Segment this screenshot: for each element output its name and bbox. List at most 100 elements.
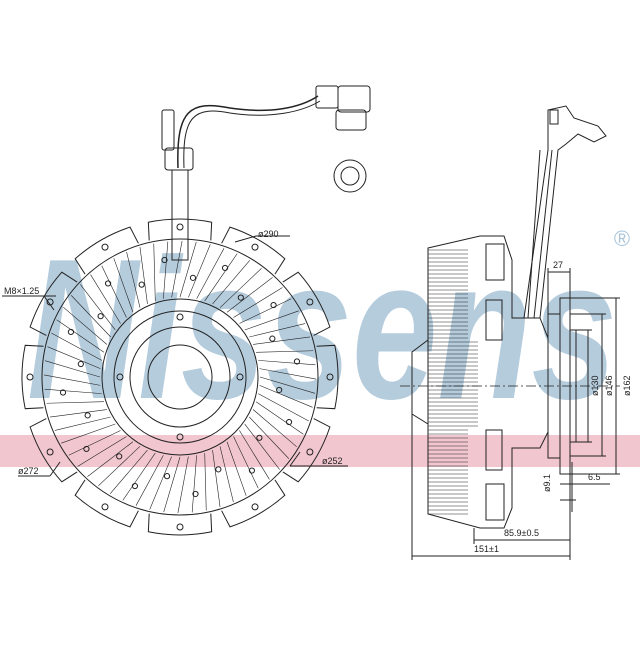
cooling-fin	[51, 332, 102, 361]
cooling-fin	[46, 401, 104, 404]
hub-hole	[236, 373, 244, 381]
cooling-fin	[204, 453, 207, 511]
sensor-cable-inner	[183, 100, 321, 169]
petal-hole	[26, 373, 34, 381]
cooling-fin	[153, 243, 156, 301]
connector-end-view	[333, 159, 367, 193]
label-85-9: 85.9±0.5	[504, 528, 539, 538]
petal-hole	[251, 243, 259, 251]
bolt-hole	[83, 445, 90, 453]
bolt-hole	[163, 473, 171, 480]
fan-petal	[316, 344, 339, 410]
cooling-fin	[68, 430, 121, 456]
cooling-fin	[63, 306, 108, 345]
bolt-hole	[84, 412, 91, 419]
cable-stem	[171, 169, 189, 261]
cooling-fin	[255, 401, 304, 435]
cable-housing	[164, 147, 194, 171]
cooling-fin	[253, 336, 311, 345]
cooling-fin	[233, 287, 283, 318]
cooling-fin	[54, 416, 111, 431]
bolt-hole	[269, 335, 276, 342]
side-view	[400, 105, 620, 560]
bolt-hole	[270, 301, 277, 309]
bracket-rib	[533, 149, 553, 319]
cooling-fin	[43, 374, 101, 386]
bolt-hole	[237, 294, 244, 301]
cooling-fin	[47, 346, 101, 369]
cooling-fin	[259, 376, 316, 394]
cooling-fin	[109, 449, 148, 494]
bolt-hole	[97, 313, 104, 320]
cooling-fin	[177, 456, 189, 514]
cooling-fin	[212, 450, 221, 508]
petal-hole	[306, 298, 314, 306]
sensor-cable	[177, 95, 319, 169]
fin-ring-inner	[101, 298, 259, 456]
petal-hole	[251, 503, 259, 511]
fin-ring-outer	[41, 238, 319, 516]
bolt-hole	[276, 386, 283, 394]
cooling-fin	[219, 267, 262, 308]
fan-petal	[74, 226, 139, 275]
dim-290-leader	[234, 235, 257, 243]
label-thread: M8×1.25	[4, 286, 39, 296]
cooling-fin	[244, 310, 299, 331]
cooling-fin	[44, 388, 102, 394]
hub-hole	[116, 373, 124, 381]
bolt-hole	[116, 453, 123, 460]
bolt-hole	[221, 264, 229, 272]
cooling-fin	[226, 277, 273, 313]
connector-plug	[337, 85, 371, 113]
bolt-hole	[131, 482, 139, 490]
label-6-5: 6.5	[588, 472, 601, 482]
bolt-hole	[138, 281, 145, 288]
cooling-fin	[212, 260, 251, 305]
petal-hole	[176, 223, 184, 231]
bolt-hole	[77, 360, 84, 368]
cooling-fin	[171, 240, 183, 298]
cooling-fin	[80, 284, 116, 331]
label-dia-272: ø272	[18, 466, 39, 476]
cooling-fin	[204, 253, 238, 302]
sensor-bracket	[523, 105, 607, 319]
label-151: 151±1	[474, 544, 499, 554]
registered-mark: ®	[614, 226, 630, 251]
bolt-hole	[67, 328, 75, 336]
fan-petals	[21, 218, 339, 536]
fan-petal	[221, 479, 286, 528]
cooling-fin	[233, 436, 259, 489]
cooling-fin	[70, 295, 111, 338]
bolt-hole	[215, 466, 222, 473]
bolt-hole	[104, 280, 112, 287]
hub-bore	[147, 344, 213, 410]
cooling-fin	[126, 251, 141, 308]
cooling-fin	[244, 423, 280, 470]
label-dia-290: ø290	[258, 229, 279, 239]
bolt-hole	[293, 358, 301, 365]
side-block	[485, 299, 503, 341]
label-dia-252: ø252	[322, 456, 343, 466]
label-dia-146: ø146	[604, 375, 614, 396]
petal-hole	[176, 523, 184, 531]
cooling-fin	[98, 446, 141, 487]
cable-clip	[161, 109, 175, 151]
petal-hole	[306, 448, 314, 456]
cooling-fin	[196, 248, 225, 299]
fan-petal	[147, 513, 213, 536]
bracket-slot	[549, 109, 559, 125]
cooling-fin	[239, 298, 292, 324]
fan-petal	[147, 218, 213, 241]
cooling-fin	[259, 368, 317, 380]
petal-hole	[101, 243, 109, 251]
label-dia-130: ø130	[590, 375, 600, 396]
connector-body	[315, 85, 339, 109]
fan-petal	[282, 418, 331, 483]
cooling-fin	[56, 319, 105, 353]
dim-252-leader	[289, 451, 301, 467]
fan-petal	[29, 271, 78, 336]
petal-hole	[46, 448, 54, 456]
cooling-fin	[139, 246, 148, 304]
front-cover	[411, 339, 429, 425]
bolt-hole	[192, 490, 199, 498]
